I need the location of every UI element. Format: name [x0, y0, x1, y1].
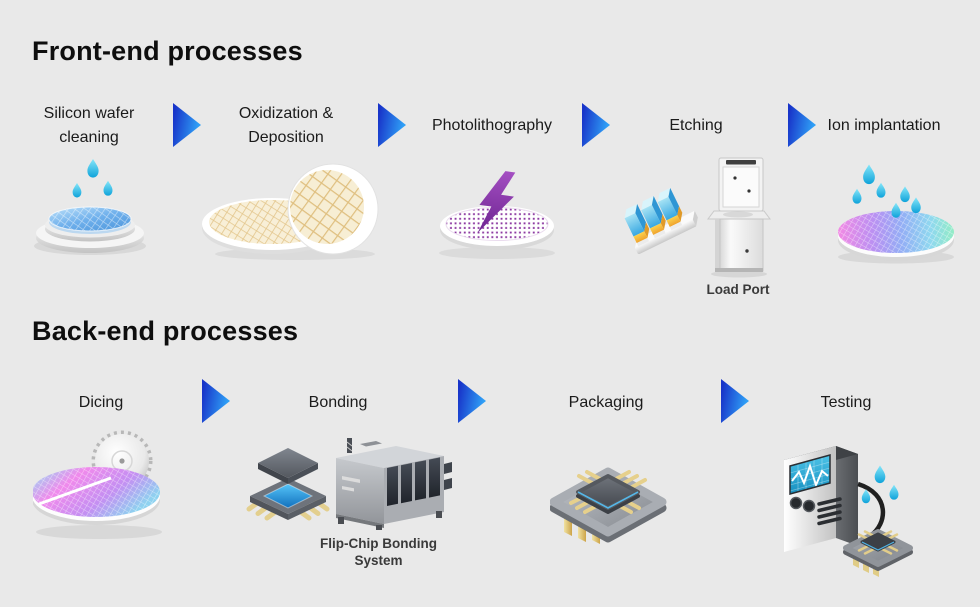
- water-drop-icon: [861, 465, 899, 504]
- step-label-etching: Etching: [669, 117, 723, 134]
- load-port-machine-illustration: [707, 157, 771, 278]
- front-end-title: Front-end processes: [32, 36, 303, 66]
- etched-layers: [624, 187, 698, 254]
- step-label-photolithography: Photolithography: [431, 117, 553, 134]
- flow-arrow-icon: [458, 379, 486, 423]
- lightning-icon: [477, 171, 516, 233]
- flow-arrow-icon: [721, 379, 749, 423]
- load-port-caption: Load Port: [706, 282, 770, 297]
- photolithography-illustration: [439, 171, 555, 259]
- step-label-ion-implantation: Ion implantation: [827, 117, 941, 134]
- tester-machine: [784, 446, 858, 552]
- shadow: [711, 270, 767, 278]
- rainbow-wafer: [838, 211, 954, 261]
- step-label-silicon-wafer-cleaning: Silicon wafer cleaning: [43, 105, 135, 146]
- machine-body: [336, 438, 452, 530]
- back-end-title: Back-end processes: [32, 316, 299, 346]
- ion-implantation-illustration: [838, 164, 954, 264]
- knob-icon: [802, 499, 816, 513]
- step-label-bonding: Bonding: [308, 394, 368, 411]
- bonding-illustration: [246, 448, 330, 521]
- shadow: [439, 247, 555, 259]
- flip-chip-caption: Flip-Chip Bonding System: [320, 536, 437, 568]
- vent-lines: [817, 497, 842, 526]
- waveform-line: [791, 462, 829, 488]
- flow-arrow-icon: [582, 103, 610, 147]
- rainbow-wafer: [33, 467, 160, 525]
- tested-chip: [843, 529, 913, 577]
- chip-lid: [258, 448, 318, 484]
- chip-body: [250, 478, 326, 520]
- oscilloscope-screen: [789, 454, 831, 495]
- etching-illustration: [624, 187, 698, 254]
- flow-arrow-icon: [202, 379, 230, 423]
- ion-drop-icon: [852, 164, 921, 218]
- testing-illustration: [784, 446, 913, 577]
- water-drop-icon: [72, 159, 113, 198]
- package-lid: [576, 474, 640, 514]
- knob-icon: [789, 496, 803, 510]
- load-port-panel: [718, 157, 764, 212]
- flow-arrow-icon: [173, 103, 201, 147]
- step-label-testing: Testing: [820, 394, 872, 411]
- step-label-oxidization-deposition: Oxidization & Deposition: [238, 105, 334, 146]
- test-cable: [857, 481, 886, 538]
- chip-die: [264, 484, 312, 508]
- step-label-dicing: Dicing: [78, 394, 124, 411]
- packaging-illustration: [550, 467, 667, 544]
- oxidization-deposition-illustration: [202, 163, 379, 260]
- shadow: [36, 525, 162, 539]
- load-port-tray: [707, 210, 771, 220]
- flow-arrow-icon: [378, 103, 406, 147]
- wafer-cleaning-illustration: [34, 159, 146, 255]
- silicon-wafer-icon: [48, 206, 132, 234]
- dicing-cut-line: [38, 476, 112, 506]
- step-label-packaging: Packaging: [568, 394, 644, 411]
- patterned-wafer: [440, 206, 554, 250]
- oxidized-wafer-tilted: [287, 163, 379, 255]
- load-port-cabinet: [715, 218, 764, 272]
- bonding-machine-illustration: [336, 438, 452, 530]
- dicing-illustration: [33, 430, 162, 539]
